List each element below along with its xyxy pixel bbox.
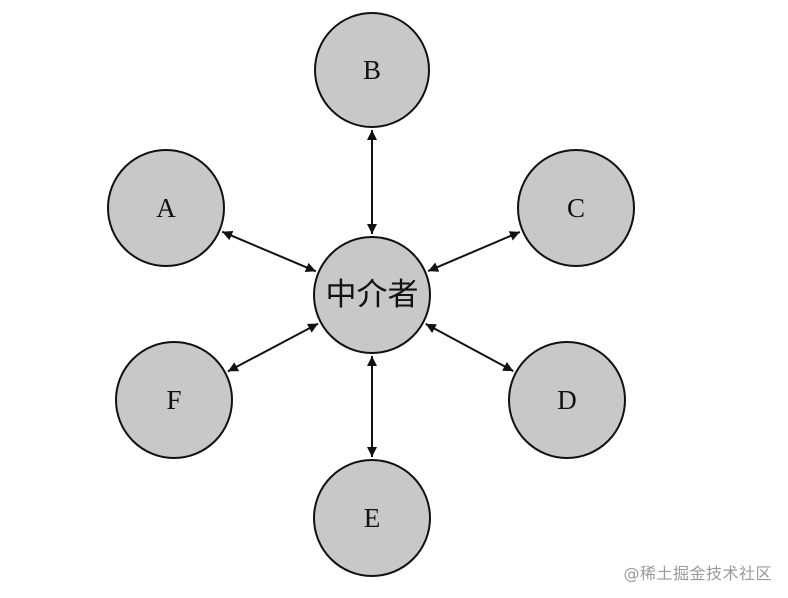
node-circle-e bbox=[313, 459, 431, 577]
edge-mediator-c bbox=[427, 231, 521, 272]
node-label-f: F bbox=[166, 385, 181, 415]
node-label-d: D bbox=[557, 385, 577, 415]
node-circle-a bbox=[107, 149, 225, 267]
node-circle-d bbox=[508, 341, 626, 459]
node-c: C bbox=[517, 149, 635, 267]
node-f: F bbox=[115, 341, 233, 459]
mediator-circle bbox=[313, 236, 431, 354]
node-circle-f bbox=[115, 341, 233, 459]
node-label-a: A bbox=[156, 193, 176, 223]
nodes-layer: 中介者 B A C F D E bbox=[107, 12, 635, 577]
node-circle-b bbox=[314, 12, 430, 128]
edge-mediator-f bbox=[227, 322, 319, 373]
mediator-node: 中介者 bbox=[313, 236, 431, 354]
edge-mediator-d bbox=[425, 323, 514, 372]
node-circle-c bbox=[517, 149, 635, 267]
edge-mediator-a bbox=[221, 230, 317, 273]
node-label-b: B bbox=[363, 55, 381, 85]
node-e: E bbox=[313, 459, 431, 577]
node-a: A bbox=[107, 149, 225, 267]
node-d: D bbox=[508, 341, 626, 459]
node-label-e: E bbox=[364, 503, 381, 533]
mediator-label: 中介者 bbox=[326, 277, 419, 313]
node-label-c: C bbox=[567, 193, 585, 223]
watermark-text: @稀土掘金技术社区 bbox=[623, 564, 772, 583]
edges-layer bbox=[221, 130, 521, 457]
node-b: B bbox=[314, 12, 430, 128]
